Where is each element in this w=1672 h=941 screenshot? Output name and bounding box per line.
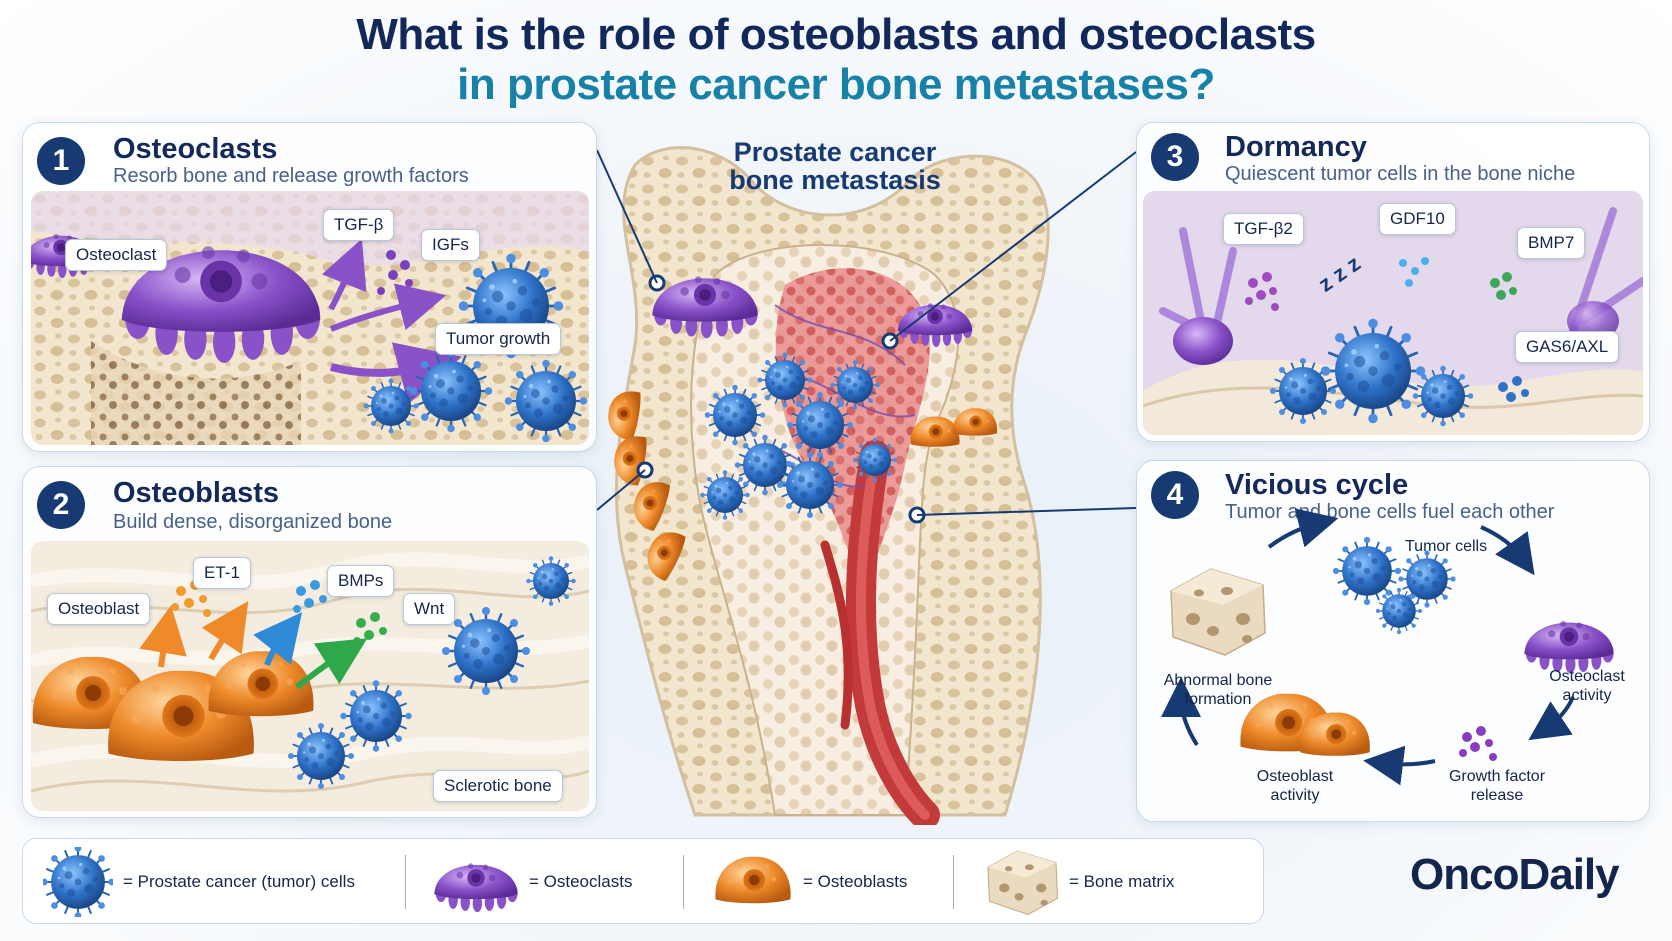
tag-sclerotic-bone: Sclerotic bone [433,770,563,802]
panel-subtitle: Build dense, disorganized bone [113,511,393,533]
panel-vicious-cycle: 4 Vicious cycle Tumor and bone cells fue… [1136,460,1650,822]
legend-item-osteoclasts: = Osteoclasts [433,839,632,925]
legend-item-osteoblasts: = Osteoblasts [713,839,907,925]
cycle-osteoclast-activity: Osteoclast activity [1549,668,1625,704]
legend-label: = Prostate cancer (tumor) cells [123,872,355,891]
osteoblast-icon [715,856,791,904]
legend-label: = Osteoclasts [529,872,633,891]
brand-logo: OncoDaily [1410,850,1620,899]
panel-title: Vicious cycle [1225,469,1409,501]
tag-tgf-beta2: TGF-β2 [1223,213,1304,245]
tag-et-1: ET-1 [193,557,251,589]
panel-number: 4 [1151,471,1199,519]
tag-wnt: Wnt [403,593,456,625]
center-title-line-1: Prostate cancer [733,137,937,167]
cycle-tumor-cells: Tumor cells [1405,538,1488,555]
tag-gdf10: GDF10 [1379,203,1456,235]
bone-metastasis-illustration [605,125,1060,825]
panel-title: Dormancy [1225,131,1367,163]
cycle-osteoblast-activity: Osteoblast activity [1256,768,1334,804]
tag-bmp7: BMP7 [1517,227,1586,259]
osteoclast-scene [31,191,589,445]
tag-gas6-axl: GAS6/AXL [1515,331,1620,363]
panel-number: 3 [1151,133,1199,181]
panel-osteoclasts: 1 Osteoclasts Resorb bone and release gr… [22,122,597,452]
tag-igfs: IGFs [421,229,480,261]
legend-label: = Bone matrix [1069,872,1175,891]
legend-divider [405,855,406,909]
panel-title: Osteoclasts [113,133,278,165]
legend-item-bone-matrix: = Bone matrix [985,839,1174,925]
legend-divider [953,855,954,909]
tumor-cell-icon [43,847,113,917]
legend-divider [683,855,684,909]
cycle-growth-factor-release: Growth factor release [1448,768,1546,804]
tag-tumor-growth: Tumor growth [435,323,562,355]
title-line-2: in prostate cancer bone metastases? [457,60,1215,109]
vicious-cycle-diagram [1161,508,1614,786]
bone-matrix-icon [987,850,1059,916]
panel-number: 1 [37,137,85,185]
panel-osteoblasts: 2 Osteoblasts Build dense, disorganized … [22,466,597,818]
panel-subtitle: Resorb bone and release growth factors [113,165,469,187]
legend: = Prostate cancer (tumor) cells = Osteoc… [22,838,1264,924]
cycle-abnormal-bone-formation: Abnormal bone formation [1163,672,1273,708]
tag-osteoblast: Osteoblast [47,593,151,625]
tag-bmps: BMPs [327,565,395,597]
panel-number: 2 [37,481,85,529]
osteoclast-icon [434,863,518,913]
panel-title: Osteoblasts [113,477,279,509]
tag-tgf-beta: TGF-β [323,209,395,241]
page-title: What is the role of osteoblasts and oste… [0,10,1672,110]
center-title-line-2: bone metastasis [729,165,941,195]
legend-item-tumor: = Prostate cancer (tumor) cells [43,839,355,925]
panel-subtitle: Quiescent tumor cells in the bone niche [1225,163,1576,185]
panel-dormancy: 3 Dormancy Quiescent tumor cells in the … [1136,122,1650,442]
legend-label: = Osteoblasts [803,872,908,891]
osteoblast-scene [31,541,589,811]
title-line-1: What is the role of osteoblasts and oste… [356,10,1316,59]
tag-osteoclast: Osteoclast [65,239,168,271]
center-title: Prostate cancer bone metastasis [690,138,980,194]
